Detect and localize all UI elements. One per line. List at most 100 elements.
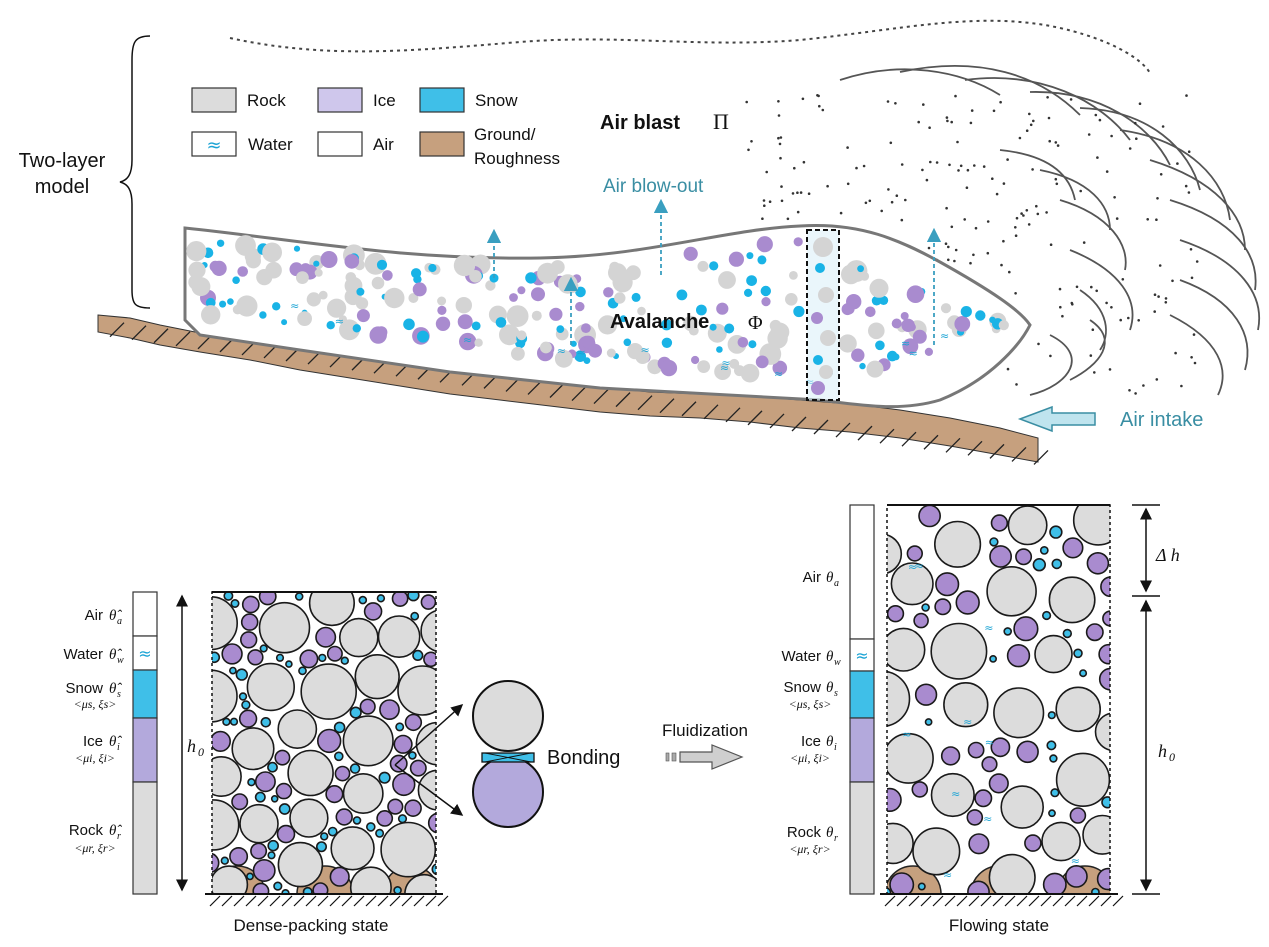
gray-particle (789, 271, 798, 280)
fluidization-label: Fluidization (662, 721, 748, 740)
air-dot (855, 166, 858, 170)
ice-particle (231, 793, 249, 811)
hatch-line (353, 895, 365, 907)
rock-particle (1055, 752, 1110, 807)
air-dot (1058, 287, 1062, 291)
ice-particle (237, 266, 248, 277)
ice-particle (363, 602, 383, 621)
ice-particle (1085, 623, 1104, 642)
flow-delta-label: Δ h (1155, 545, 1180, 565)
air-dot (970, 109, 974, 112)
hatch-line (131, 325, 147, 341)
ice-particle (274, 749, 291, 766)
legend-label-ground-line2: Roughness (474, 149, 560, 168)
snow-particle (431, 863, 436, 876)
ice-particle (954, 316, 971, 332)
air-dot (927, 246, 931, 250)
air-dot (1093, 371, 1096, 374)
flow-air-label: Air (803, 569, 821, 586)
gray-particle (297, 311, 312, 326)
gray-particle (256, 269, 273, 286)
flow-snow-params: <μs, ξs> (789, 697, 832, 711)
gray-particle (201, 305, 221, 325)
air-dot (1054, 177, 1058, 181)
air-dot (1079, 189, 1082, 193)
snow-particle (285, 660, 293, 668)
ice-particle (389, 754, 408, 773)
ice-particle (326, 645, 343, 662)
rock-particle (1007, 505, 1048, 546)
air-dot (904, 198, 907, 202)
legend-swatch-rock (191, 87, 237, 113)
ice-particle (1096, 867, 1110, 891)
snow-particle (1101, 796, 1110, 809)
hatch-line (879, 428, 895, 444)
snow-particle (376, 259, 388, 270)
air-dot (1110, 134, 1113, 138)
snow-particle (393, 886, 402, 894)
snow-particle (793, 305, 805, 318)
rock-particle (212, 669, 238, 723)
gray-particle (635, 349, 650, 364)
ice-particle (940, 746, 961, 766)
air-dot (1014, 292, 1017, 295)
ice-particle (435, 316, 451, 331)
legend: Rock Ice Snow ≈ Water Air Ground/ Roughn… (191, 87, 560, 168)
snow-particle (583, 357, 591, 364)
ice-particle (989, 545, 1013, 568)
air-dot (1108, 368, 1112, 371)
air-dot (963, 218, 966, 221)
gray-particle (245, 253, 261, 269)
hatch-line (967, 440, 983, 456)
ice-particle (737, 337, 749, 348)
rock-particle (1072, 505, 1110, 546)
hatch-line (980, 895, 992, 907)
gray-particle (485, 280, 496, 291)
air-dot (992, 109, 996, 113)
snow-particle (315, 841, 327, 853)
air-dot (763, 204, 766, 207)
air-dot (1098, 118, 1102, 122)
snow-particle (260, 716, 272, 728)
hatch-line (269, 895, 281, 907)
air-dot (1128, 389, 1131, 392)
air-dot (1061, 314, 1064, 318)
rock-particle (397, 665, 436, 716)
snow-particle (661, 337, 673, 348)
flow-height-arrows (1132, 504, 1160, 895)
gray-particle (511, 346, 525, 361)
gray-particle (232, 304, 243, 315)
air-dot (862, 164, 866, 168)
gray-particle (262, 242, 282, 263)
ice-particle (691, 355, 700, 365)
air-dot (969, 121, 973, 125)
air-dot (1105, 301, 1108, 305)
dense-ice-symbol: θ̂ (109, 734, 122, 750)
legend-water-glyph: ≈ (206, 135, 221, 156)
hatch-line (968, 895, 980, 907)
snow-particle (247, 777, 256, 787)
gray-particle (940, 303, 952, 314)
snow-particle (378, 771, 391, 784)
dense-ice-params: <μi, ξi> (75, 751, 115, 765)
air-dot (779, 156, 782, 160)
ice-particle (329, 866, 350, 887)
hatch-line (813, 419, 829, 435)
ice-particle (906, 285, 925, 304)
rock-particle (212, 865, 249, 894)
fluidization-arrow (665, 744, 744, 770)
ice-particle (392, 772, 416, 797)
hatch-line (1076, 895, 1088, 907)
snow-particle (924, 718, 933, 726)
air-dot (1025, 129, 1029, 132)
gray-particle (697, 360, 711, 373)
water-glyph: ≈ (902, 728, 911, 741)
dense-water-label: Water (64, 646, 103, 663)
air-dot (999, 100, 1002, 104)
ice-particle (211, 260, 227, 276)
air-dot (946, 119, 949, 123)
snow-particle (1091, 887, 1100, 894)
snow-particle (428, 263, 437, 273)
air-dot (1018, 136, 1022, 140)
gray-particle (474, 338, 483, 347)
